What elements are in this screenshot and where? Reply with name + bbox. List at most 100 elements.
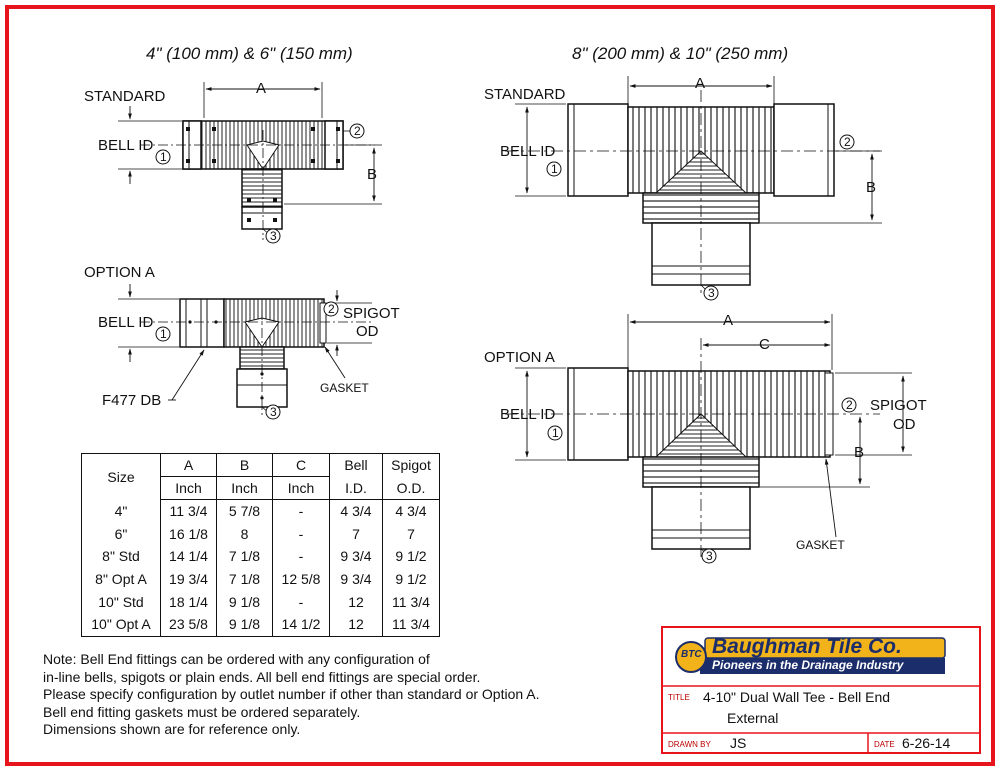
dim-c-large-opt: C: [759, 336, 770, 353]
table-head-a: A: [160, 453, 217, 477]
cell-size: 8" Std: [81, 545, 161, 568]
cell-c: -: [272, 499, 330, 523]
cell-c: 12 5/8: [272, 567, 330, 591]
large-tee-option-a: [505, 314, 912, 560]
outlet-markers: [155, 123, 857, 564]
label-standard-small: STANDARD: [84, 88, 166, 105]
table-row: 6" 16 1/8 8 - 7 7: [81, 522, 440, 546]
table-row: 10" Std 18 1/4 9 1/8 - 12 11 3/4: [81, 590, 440, 613]
label-spigot-small-1: SPIGOT: [343, 305, 400, 322]
date-label: DATE: [874, 740, 895, 749]
cell-a: 11 3/4: [160, 499, 217, 523]
title-block-border: [661, 626, 981, 754]
cell-a: 18 1/4: [160, 590, 217, 613]
label-gasket-small: GASKET: [320, 381, 369, 395]
outlet-2-small-opt: 2: [328, 302, 335, 316]
note-line: Bell end fitting gaskets must be ordered…: [43, 703, 361, 720]
label-gasket-large: GASKET: [796, 538, 845, 552]
date-value: 6-26-14: [902, 735, 951, 751]
outlet-1-small-std: 1: [160, 150, 167, 164]
dim-a-small-std: A: [256, 80, 267, 97]
cell-bell: 4 3/4: [329, 499, 383, 523]
label-bell-id-small-opt: BELL ID: [98, 314, 154, 331]
table-head-bell-1: Bell: [329, 453, 383, 477]
label-spigot-large-2: OD: [893, 416, 916, 433]
cell-bell: 9 3/4: [329, 545, 383, 568]
sheet-border: [5, 5, 995, 766]
label-option-a-small: OPTION A: [84, 264, 155, 281]
outlet-3-small-std: 3: [270, 229, 277, 243]
table-head-c: C: [272, 453, 330, 477]
cell-spigot: 11 3/4: [382, 612, 440, 637]
large-tee-standard: [505, 76, 882, 295]
table-row: 4" 11 3/4 5 7/8 - 4 3/4 4 3/4: [81, 499, 440, 523]
dim-a-large-opt: A: [723, 312, 734, 329]
label-spigot-small-2: OD: [356, 323, 379, 340]
outlet-1-large-opt: 1: [552, 426, 559, 440]
cell-a: 23 5/8: [160, 612, 217, 637]
label-bell-id-large-std: BELL ID: [500, 143, 556, 160]
label-bell-id-large-opt: BELL ID: [500, 406, 556, 423]
table-unit-b: Inch: [216, 476, 273, 500]
table-unit-c: Inch: [272, 476, 330, 500]
cell-spigot: 9 1/2: [382, 567, 440, 591]
table-head-spigot-2: O.D.: [382, 476, 440, 500]
drawn-by-label: DRAWN BY: [668, 740, 711, 749]
cell-b: 5 7/8: [216, 499, 273, 523]
table-row: 8" Opt A 19 3/4 7 1/8 12 5/8 9 3/4 9 1/2: [81, 567, 440, 591]
label-option-a-large: OPTION A: [484, 349, 555, 366]
table-head-size: Size: [81, 453, 161, 500]
outlet-3-large-opt: 3: [706, 549, 713, 563]
cell-bell: 12: [329, 590, 383, 613]
cell-spigot: 11 3/4: [382, 590, 440, 613]
table-head-spigot-1: Spigot: [382, 453, 440, 477]
note-line: in-line bells, spigots or plain ends. Al…: [43, 668, 481, 685]
dim-b-large-std: B: [866, 179, 877, 196]
notes-block: Note: Bell End fittings can be ordered w…: [43, 651, 540, 739]
cell-b: 9 1/8: [216, 590, 273, 613]
table-head-bell-2: I.D.: [329, 476, 383, 500]
cell-a: 14 1/4: [160, 545, 217, 568]
cell-spigot: 9 1/2: [382, 545, 440, 568]
cell-b: 7 1/8: [216, 567, 273, 591]
logo-mark: BTC: [681, 649, 702, 660]
note-line: Dimensions shown are for reference only.: [43, 721, 301, 737]
cell-c: -: [272, 545, 330, 568]
cell-size: 10" Std: [81, 590, 161, 613]
cell-size: 6": [81, 522, 161, 546]
small-tee-option-a: [118, 284, 372, 418]
outlet-2-large-std: 2: [844, 135, 851, 149]
cell-size: 4": [81, 499, 161, 523]
drawing-title-line1: 4-10" Dual Wall Tee - Bell End: [703, 689, 891, 705]
cell-bell: 9 3/4: [329, 567, 383, 591]
outlet-2-large-opt: 2: [846, 398, 853, 412]
title-label: TITLE: [668, 693, 690, 702]
dim-b-large-opt: B: [854, 444, 865, 461]
cell-c: 14 1/2: [272, 612, 330, 637]
header-large-sizes: 8" (200 mm) & 10" (250 mm): [572, 44, 789, 63]
cell-b: 7 1/8: [216, 545, 273, 568]
outlet-2-small-std: 2: [354, 124, 361, 138]
small-tee-standard: [118, 82, 382, 240]
cell-a: 16 1/8: [160, 522, 217, 546]
company-name: Baughman Tile Co.: [712, 635, 902, 658]
cell-size: 8" Opt A: [81, 567, 161, 591]
dim-b-small-std: B: [367, 166, 378, 183]
drawn-by-value: JS: [730, 735, 747, 751]
table-row: 8" Std 14 1/4 7 1/8 - 9 3/4 9 1/2: [81, 545, 440, 568]
header-small-sizes: 4" (100 mm) & 6" (150 mm): [146, 44, 353, 63]
label-bell-id-small-std: BELL ID: [98, 137, 154, 154]
outlet-1-small-opt: 1: [160, 327, 167, 341]
cell-size: 10" Opt A: [81, 612, 161, 637]
table-unit-a: Inch: [160, 476, 217, 500]
outlet-3-small-opt: 3: [270, 405, 277, 419]
outlet-3-large-std: 3: [708, 286, 715, 300]
table-head-b: B: [216, 453, 273, 477]
cell-b: 8: [216, 522, 273, 546]
label-spigot-large-1: SPIGOT: [870, 397, 927, 414]
drawing-title-line2: External: [727, 710, 779, 726]
outlet-1-large-std: 1: [551, 162, 558, 176]
cell-c: -: [272, 590, 330, 613]
